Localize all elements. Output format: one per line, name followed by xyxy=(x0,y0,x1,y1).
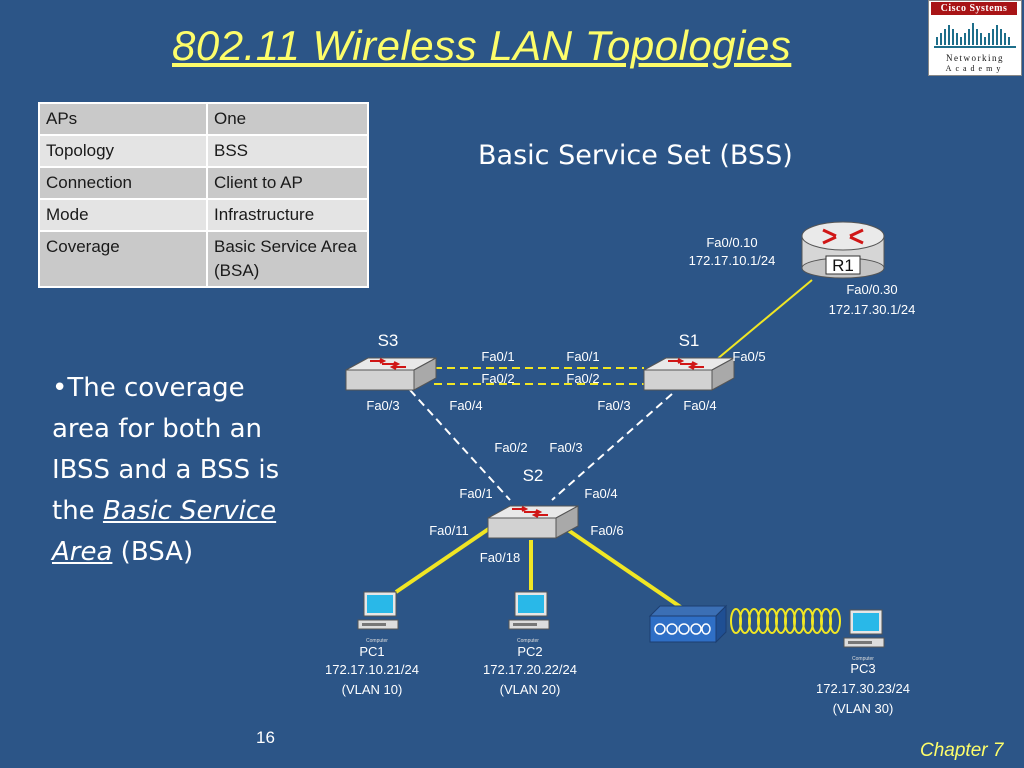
coverage-bullet-text: •The coverage area for both an IBSS and … xyxy=(52,368,292,573)
chapter-label: Chapter 7 xyxy=(920,740,1004,761)
s2-port-fa0-3: Fa0/3 xyxy=(549,440,582,455)
table-row: Mode Infrastructure xyxy=(38,198,369,232)
router-r1-label: R1 xyxy=(832,256,854,275)
logo-line-1: Networking xyxy=(946,53,1004,63)
pc1-name: PC1 xyxy=(359,644,384,659)
table-cell-value: One xyxy=(206,102,369,136)
s2-port-fa0-6: Fa0/6 xyxy=(590,523,623,538)
s2-port-fa0-11: Fa0/11 xyxy=(429,523,469,538)
s2-port-fa0-18: Fa0/18 xyxy=(480,550,520,565)
table-cell-value: BSS xyxy=(206,134,369,168)
link-s2-ap xyxy=(566,528,684,610)
table-cell-value: Client to AP xyxy=(206,166,369,200)
r1-ip-2: 172.17.30.1/24 xyxy=(829,302,916,317)
link-s1-s2 xyxy=(551,393,673,501)
s2-port-fa0-2: Fa0/2 xyxy=(494,440,527,455)
pc1-caption: Computer xyxy=(366,638,388,644)
table-cell-label: Coverage xyxy=(38,230,208,288)
bullet-text-before: •The coverage area for both an IBSS and … xyxy=(52,373,280,526)
cisco-networking-academy-logo: Cisco Systems Networking Academy xyxy=(928,0,1022,76)
cisco-bars-icon xyxy=(934,23,1016,48)
table-cell-label: APs xyxy=(38,102,208,136)
r1-interface-1: Fa0/0.10 xyxy=(706,235,757,250)
pc3-computer-icon xyxy=(843,609,885,648)
s1-port-fa0-1: Fa0/1 xyxy=(566,349,599,364)
pc2-name: PC2 xyxy=(517,644,542,659)
diagram-title: Basic Service Set (BSS) xyxy=(478,140,793,171)
s3-port-fa0-2: Fa0/2 xyxy=(481,371,514,386)
switch-s1-icon xyxy=(643,357,735,391)
table-row: Topology BSS xyxy=(38,134,369,168)
switch-s2-icon xyxy=(487,505,579,539)
s3-port-fa0-4: Fa0/4 xyxy=(449,398,482,413)
bullet-text-after: (BSA) xyxy=(112,537,194,567)
pc3-caption: Computer xyxy=(852,656,874,662)
table-row: APs One xyxy=(38,102,369,136)
table-row: Connection Client to AP xyxy=(38,166,369,200)
pc3-name: PC3 xyxy=(850,661,875,676)
switch-s3-icon xyxy=(345,357,437,391)
s1-port-fa0-4: Fa0/4 xyxy=(683,398,716,413)
switch-s2-label: S2 xyxy=(523,466,544,485)
table-cell-label: Connection xyxy=(38,166,208,200)
logo-line-2: Academy xyxy=(945,64,1005,73)
pc1-vlan: (VLAN 10) xyxy=(342,682,403,697)
slide-title: 802.11 Wireless LAN Topologies xyxy=(172,22,792,69)
wireless-link-icon xyxy=(730,608,841,634)
pc2-computer-icon xyxy=(508,591,550,630)
s1-port-fa0-2: Fa0/2 xyxy=(566,371,599,386)
table-row: Coverage Basic Service Area (BSA) xyxy=(38,230,369,288)
bss-properties-table: APs One Topology BSS Connection Client t… xyxy=(38,102,369,288)
bullet-emphasis-basic-service-area: Basic Service Area xyxy=(52,496,277,567)
table-cell-value: Basic Service Area (BSA) xyxy=(206,230,369,288)
r1-ip-1: 172.17.10.1/24 xyxy=(689,253,776,268)
pc2-caption: Computer xyxy=(517,638,539,644)
pc3-vlan: (VLAN 30) xyxy=(833,701,894,716)
s2-port-fa0-4: Fa0/4 xyxy=(584,486,617,501)
pc2-vlan: (VLAN 20) xyxy=(500,682,561,697)
pc2-ip: 172.17.20.22/24 xyxy=(483,662,577,677)
pc1-ip: 172.17.10.21/24 xyxy=(325,662,419,677)
page-number: 16 xyxy=(256,728,275,747)
switch-s3-label: S3 xyxy=(378,331,399,350)
logo-brand: Cisco Systems xyxy=(931,2,1017,15)
pc3-ip: 172.17.30.23/24 xyxy=(816,681,910,696)
table-cell-label: Topology xyxy=(38,134,208,168)
pc1-computer-icon xyxy=(357,591,399,630)
s3-port-fa0-1: Fa0/1 xyxy=(481,349,514,364)
link-s2-pc1 xyxy=(394,526,492,594)
s1-port-fa0-3: Fa0/3 xyxy=(597,398,630,413)
s1-port-fa0-5: Fa0/5 xyxy=(732,349,765,364)
s3-port-fa0-3: Fa0/3 xyxy=(366,398,399,413)
link-s3-s2 xyxy=(409,389,511,501)
s2-port-fa0-1: Fa0/1 xyxy=(459,486,492,501)
table-cell-value: Infrastructure xyxy=(206,198,369,232)
r1-interface-2: Fa0/0.30 xyxy=(846,282,897,297)
link-r1-s1 xyxy=(715,279,813,361)
access-point-icon xyxy=(648,604,728,644)
switch-s1-label: S1 xyxy=(679,331,700,350)
table-cell-label: Mode xyxy=(38,198,208,232)
router-r1-icon xyxy=(801,221,885,279)
